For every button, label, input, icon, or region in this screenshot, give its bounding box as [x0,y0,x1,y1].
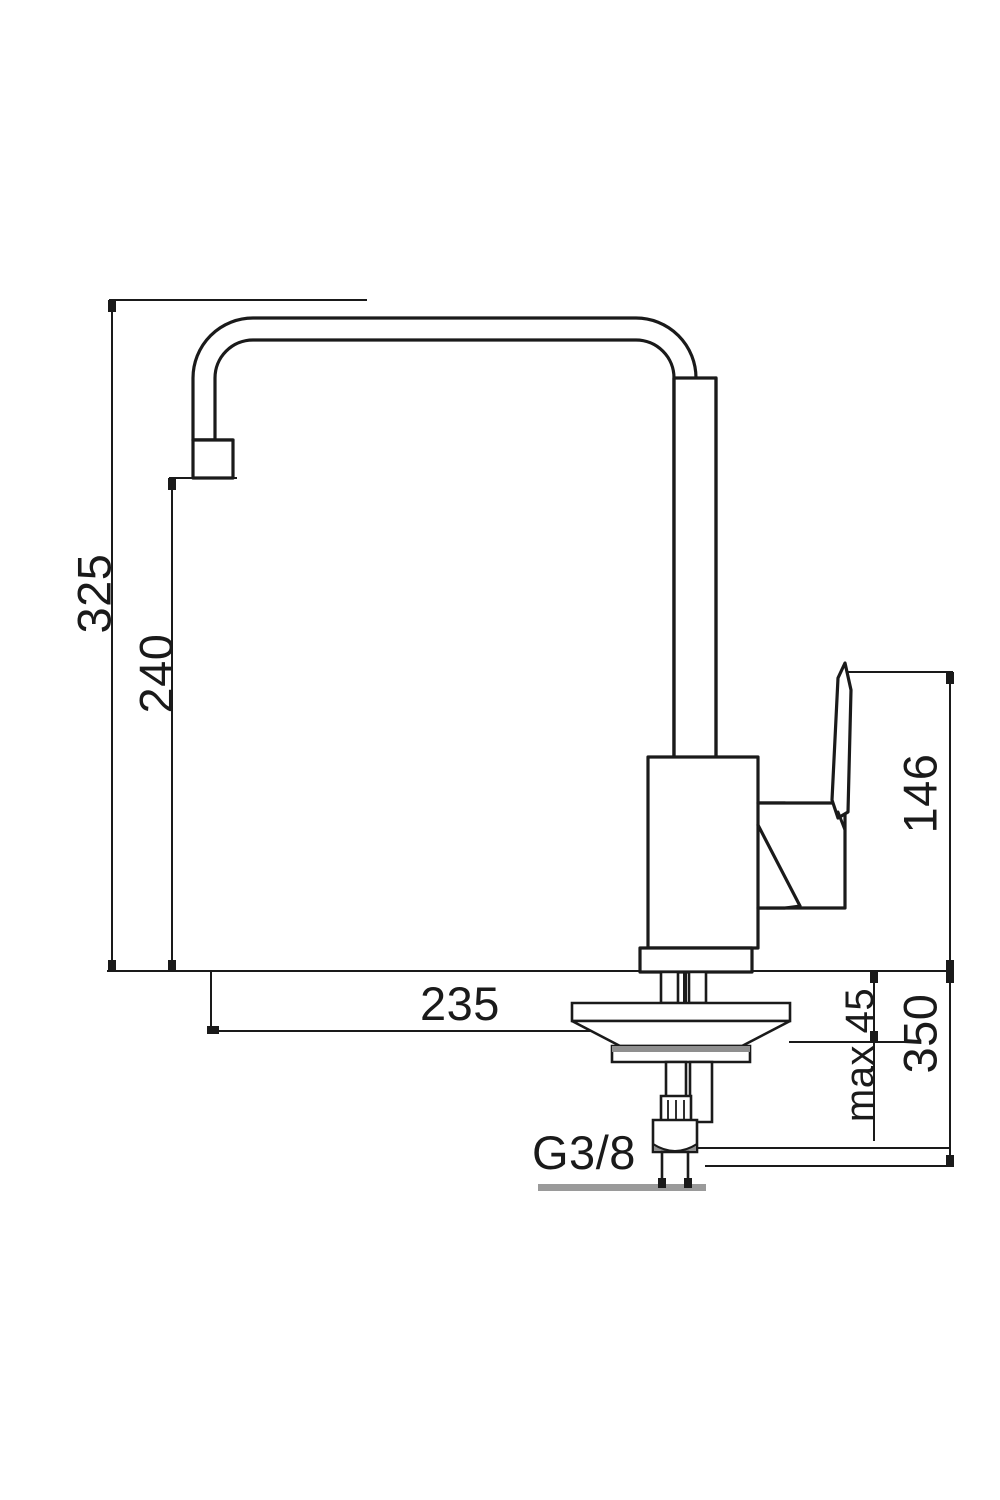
dimension-lines [107,299,953,1167]
dimension-label-g38-thread: G3/8 [532,1126,636,1179]
tick-tail-right [684,1178,692,1188]
base-escutcheon-plate [638,946,754,974]
tick-325-bottom [108,960,116,972]
dimension-label-235: 235 [420,977,500,1030]
tick-235-left [207,1026,219,1034]
lever-hub [756,801,847,910]
tick-350-bottom [946,1155,954,1167]
dimension-label-max-45: max 45 [838,987,882,1123]
tick-240-top [168,478,176,490]
lever-hub-facet-lower [783,904,802,910]
dimension-label-325: 325 [67,553,121,634]
supply-tail-tube [688,1060,714,1124]
gray-reference-bar [538,1184,706,1191]
hex-nut-chamfer [652,1142,698,1153]
shank-stub-left [659,970,680,1005]
tick-max45-top [870,971,878,983]
lever-handle-stem [836,810,847,832]
lower-clamp-fill [612,1046,750,1052]
bottom-reference-surface [538,1178,706,1191]
tick-350-top [946,971,954,983]
dimension-label-350: 350 [893,993,947,1074]
mounting-hardware [570,970,792,1190]
dimension-arrow-ticks [108,300,954,1167]
tick-tail-left [658,1178,666,1188]
tick-max45-bottom [870,1031,878,1043]
dimension-label-240: 240 [129,633,183,714]
shank-stub-right [687,970,708,1005]
spout-outer-profile [191,316,698,772]
tick-240-bottom [168,960,176,972]
lever-hub-facet [756,823,802,908]
faucet-outline [191,316,853,974]
tick-146-top [946,672,954,684]
spout-outlet-aerator [191,438,235,480]
fixing-washer-plate [570,1001,792,1023]
clamp-taper [571,1019,791,1048]
tick-325-top [108,300,116,312]
lever-handle-blade [830,661,853,820]
spout-riser-tube [672,376,718,760]
dimension-label-146: 146 [893,753,947,834]
tick-146-bottom [946,960,954,972]
